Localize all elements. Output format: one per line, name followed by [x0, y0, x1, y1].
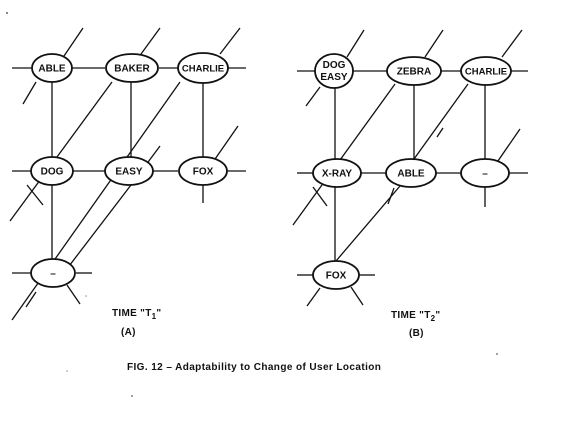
node-label: –	[482, 169, 488, 180]
node-fox: FOX	[312, 260, 360, 290]
node-label: EASY	[115, 167, 143, 178]
panel-a-links	[9, 27, 246, 321]
node-easy: EASY	[104, 156, 154, 186]
panel-b-time-label: TIME "T2"	[391, 310, 440, 323]
node-label: DOG	[41, 167, 64, 178]
scan-speck	[85, 295, 87, 297]
scan-speck	[66, 370, 68, 372]
panel-a: ABLE BAKER CHARLIE DOG EASY FOX	[9, 27, 246, 338]
node-dog-easy: DOG EASY	[314, 53, 354, 89]
node-zebra: ZEBRA	[386, 56, 442, 86]
node-label: BAKER	[114, 64, 150, 75]
scan-speck	[6, 12, 8, 14]
figure-caption: FIG. 12 – Adaptability to Change of User…	[127, 362, 381, 373]
panel-b-nodes: DOG EASY ZEBRA CHARLIE X-RAY ABLE –	[312, 53, 512, 290]
node-able: ABLE	[31, 53, 73, 83]
panel-b: DOG EASY ZEBRA CHARLIE X-RAY ABLE –	[292, 29, 528, 339]
panel-a-time-label: TIME "T1"	[112, 308, 161, 321]
node-x-ray: X-RAY	[312, 158, 362, 188]
node-label: FOX	[326, 271, 347, 282]
node-label: FOX	[193, 167, 214, 178]
node-label: ABLE	[38, 64, 66, 75]
node-dog: DOG	[30, 156, 74, 186]
node-label: ZEBRA	[397, 67, 431, 78]
node-charlie: CHARLIE	[460, 56, 512, 86]
panel-b-letter: (B)	[409, 328, 424, 339]
scan-speck	[131, 395, 133, 397]
node-charlie: CHARLIE	[177, 52, 229, 84]
node-label: CHARLIE	[182, 64, 224, 75]
panel-a-letter: (A)	[121, 327, 136, 338]
node-label-line-2: EASY	[320, 72, 348, 83]
node-fox: FOX	[178, 156, 228, 186]
node-empty: –	[30, 258, 76, 288]
panel-b-links	[292, 29, 528, 307]
panel-a-nodes: ABLE BAKER CHARLIE DOG EASY FOX	[30, 52, 229, 288]
node-label: X-RAY	[322, 169, 353, 180]
node-label: ABLE	[397, 169, 425, 180]
node-baker: BAKER	[105, 53, 159, 83]
scan-speck	[496, 353, 498, 355]
node-label: –	[50, 269, 56, 280]
node-able: ABLE	[385, 158, 437, 188]
node-empty: –	[460, 158, 510, 188]
node-label: CHARLIE	[465, 67, 507, 78]
node-label-line-1: DOG	[323, 60, 346, 71]
